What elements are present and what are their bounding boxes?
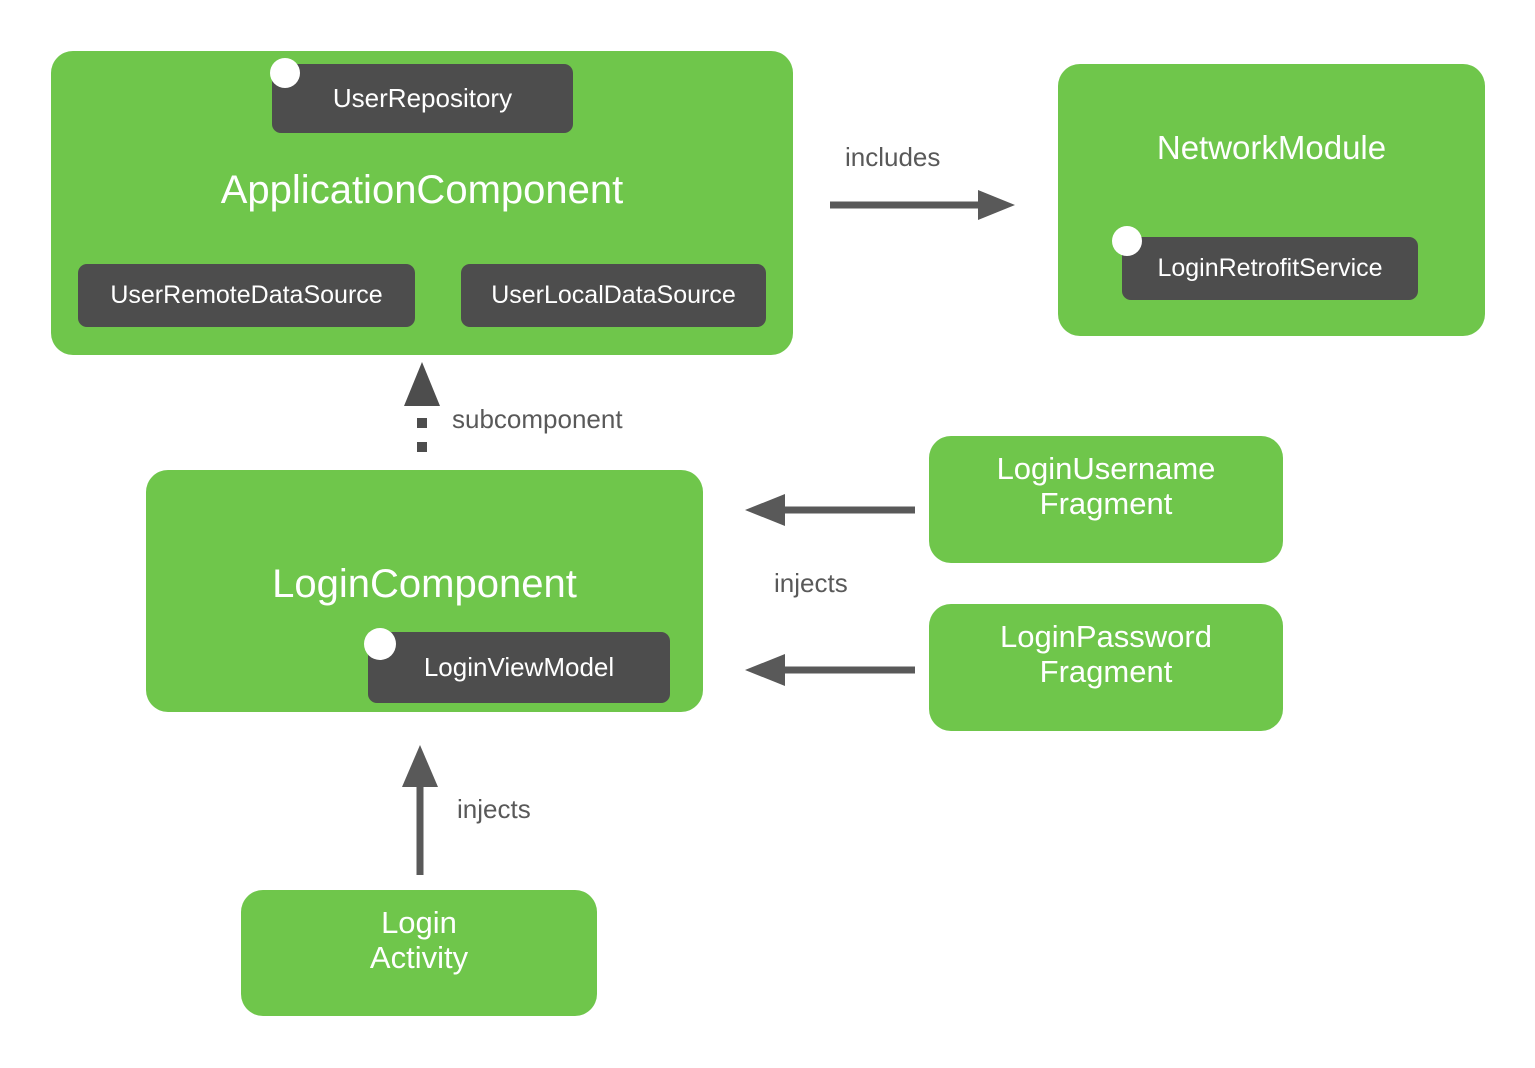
chip-login-retrofit-service-label: LoginRetrofitService <box>1157 254 1383 282</box>
arrow-injects-username-icon <box>745 494 915 526</box>
chip-user-repository-label: UserRepository <box>332 83 513 113</box>
provision-dot-icon <box>270 58 300 88</box>
edge-label-injects-activity: injects <box>457 794 531 824</box>
chip-user-remote-data-source[interactable]: UserRemoteDataSource <box>78 264 415 327</box>
chip-user-local-data-source-label: UserLocalDataSource <box>491 281 736 309</box>
chip-login-view-model[interactable]: LoginViewModel <box>368 632 670 703</box>
node-login-username-fragment-title: LoginUsername Fragment <box>996 451 1216 521</box>
arrow-injects-activity-icon <box>402 745 438 875</box>
edge-label-includes: includes <box>845 142 941 172</box>
chip-user-repository[interactable]: UserRepository <box>272 64 573 133</box>
node-network-module-title: NetworkModule <box>1156 129 1387 166</box>
arrow-includes-icon <box>830 190 1015 220</box>
chip-login-retrofit-service[interactable]: LoginRetrofitService <box>1122 237 1418 300</box>
edge-label-injects-fragments: injects <box>774 568 848 598</box>
node-application-component-title: ApplicationComponent <box>220 168 624 212</box>
node-login-password-fragment-title: LoginPassword Fragment <box>1000 619 1212 689</box>
arrow-injects-password-icon <box>745 654 915 686</box>
chip-user-remote-data-source-label: UserRemoteDataSource <box>110 281 383 309</box>
node-login-password-fragment[interactable] <box>929 604 1283 731</box>
provision-dot-icon <box>1112 226 1142 256</box>
node-login-component-title: LoginComponent <box>272 562 577 606</box>
edge-label-subcomponent: subcomponent <box>452 404 623 434</box>
node-login-activity[interactable] <box>241 890 597 1016</box>
node-login-username-fragment[interactable] <box>929 436 1283 563</box>
provision-dot-icon <box>364 628 396 660</box>
chip-login-view-model-label: LoginViewModel <box>423 652 615 682</box>
chip-user-local-data-source[interactable]: UserLocalDataSource <box>461 264 766 327</box>
arrow-subcomponent-icon <box>404 362 440 452</box>
node-login-activity-title: Login Activity <box>369 905 469 975</box>
